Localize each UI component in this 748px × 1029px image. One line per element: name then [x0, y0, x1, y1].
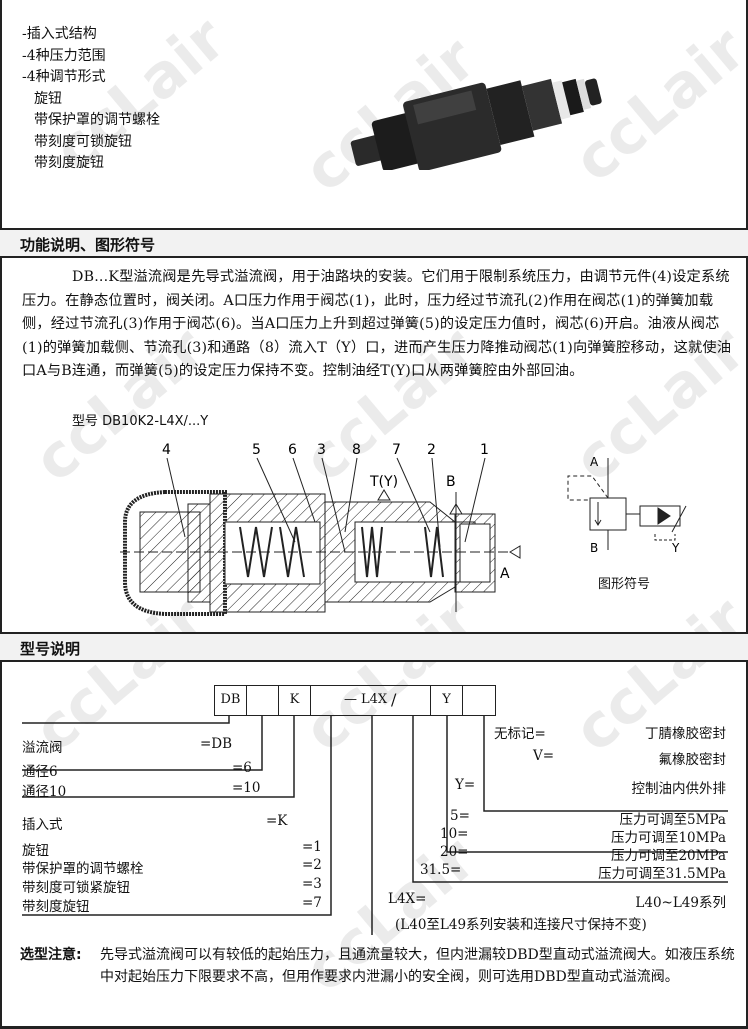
- symbol-caption: 图形符号: [598, 577, 651, 592]
- row-code: =DB: [200, 736, 233, 752]
- port-b-label: B: [446, 474, 456, 490]
- symbol-port-y: Y: [671, 541, 680, 555]
- row-code: =3: [302, 876, 322, 892]
- feature-item: -插入式结构: [22, 26, 97, 42]
- port-a-label: A: [500, 566, 510, 582]
- row-code: =6: [232, 760, 252, 776]
- port-t-label: T(Y): [369, 474, 398, 490]
- hydraulic-symbol: A B Y: [567, 455, 687, 555]
- code-box-size: [247, 686, 279, 715]
- model-code-boxes: DB K — L4X / Y: [214, 685, 496, 716]
- row-label: 控制油内供外排: [631, 781, 727, 797]
- note-title: 选型注意:: [20, 947, 82, 963]
- row-code: 5=: [450, 808, 470, 824]
- part-number: 4: [162, 442, 171, 458]
- part-number: 2: [427, 442, 436, 458]
- code-box-series: — L4X /: [311, 686, 431, 715]
- feature-list: -插入式结构 -4种压力范围 -4种调节形式 旋钮 带保护罩的调节螺栓 带刻度可…: [22, 24, 160, 175]
- row-code: =7: [302, 895, 322, 911]
- part-number: 3: [317, 442, 326, 458]
- protective-cap: [123, 490, 227, 616]
- row-label: 带刻度可锁紧旋钮: [22, 880, 130, 896]
- row-label: 通径6: [22, 764, 58, 780]
- code-box-y: Y: [431, 686, 463, 715]
- section-title-function: 功能说明、图形符号: [0, 228, 748, 258]
- model-label: 型号 DB10K2-L4X/...Y: [72, 414, 209, 429]
- feature-item: 带刻度可锁旋钮: [34, 133, 132, 150]
- section-title-model: 型号说明: [0, 632, 748, 662]
- symbol-port-a: A: [590, 455, 599, 469]
- code-box-l4x: L4X: [361, 692, 388, 707]
- valve-cross-section: 4 5 6 3 8 7 2 1 T(Y) B A: [120, 442, 521, 616]
- feature-item: -4种调节形式: [22, 69, 106, 85]
- part-number: 5: [252, 442, 261, 458]
- row-label: 插入式: [22, 817, 63, 833]
- code-box-k: K: [279, 686, 311, 715]
- row-label: 压力可调至5MPa: [619, 812, 726, 828]
- row-label: 丁腈橡胶密封: [645, 726, 726, 742]
- row-code: =K: [266, 813, 288, 829]
- feature-item: 旋钮: [34, 90, 62, 107]
- note-text: 先导式溢流阀可以有较低的起始压力，且通流量较大，但内泄漏较DBD型直动式溢流阀大…: [100, 947, 735, 985]
- feature-item: -4种压力范围: [22, 47, 106, 64]
- row-label: 压力可调至20MPa: [610, 848, 726, 864]
- part-number: 8: [352, 442, 361, 458]
- row-code: L4X=: [388, 891, 427, 907]
- row-label: 通径10: [22, 784, 67, 800]
- symbol-port-b: B: [590, 541, 598, 555]
- feature-item: 带刻度旋钮: [34, 155, 104, 171]
- row-code: V=: [533, 748, 555, 764]
- row-label: 带刻度旋钮: [22, 899, 90, 915]
- row-code: 10=: [440, 826, 469, 842]
- part-number: 7: [392, 442, 401, 458]
- selection-note: 选型注意: 先导式溢流阀可以有较低的起始压力，且通流量较大，但内泄漏较DBD型直…: [20, 944, 735, 985]
- row-code: =2: [302, 857, 322, 873]
- code-box-db: DB: [215, 686, 247, 715]
- row-label: L40~L49系列: [635, 895, 726, 911]
- row-label: 旋钮: [22, 843, 49, 859]
- row-note: (L40至L49系列安装和连接尺寸保持不变): [395, 917, 647, 933]
- row-code: 无标记=: [494, 726, 546, 742]
- row-label: 带保护罩的调节螺栓: [22, 861, 144, 877]
- feature-item: 带保护罩的调节螺栓: [34, 112, 160, 128]
- row-code: Y=: [455, 777, 476, 793]
- row-label: 压力可调至10MPa: [610, 830, 726, 846]
- row-code: 20=: [440, 844, 469, 860]
- row-label: 溢流阀: [22, 740, 63, 756]
- product-photo: [350, 78, 602, 170]
- row-label: 氟橡胶密封: [658, 752, 727, 768]
- row-label: 压力可调至31.5MPa: [598, 866, 726, 882]
- row-code: =1: [302, 839, 322, 855]
- row-code: =10: [232, 780, 261, 796]
- description-paragraph: DB...K型溢流阀是先导式溢流阀，用于油路块的安装。它们用于限制系统压力，由调…: [22, 269, 732, 380]
- part-number: 1: [480, 442, 489, 458]
- row-code: 31.5=: [420, 862, 462, 878]
- part-number: 6: [288, 442, 297, 458]
